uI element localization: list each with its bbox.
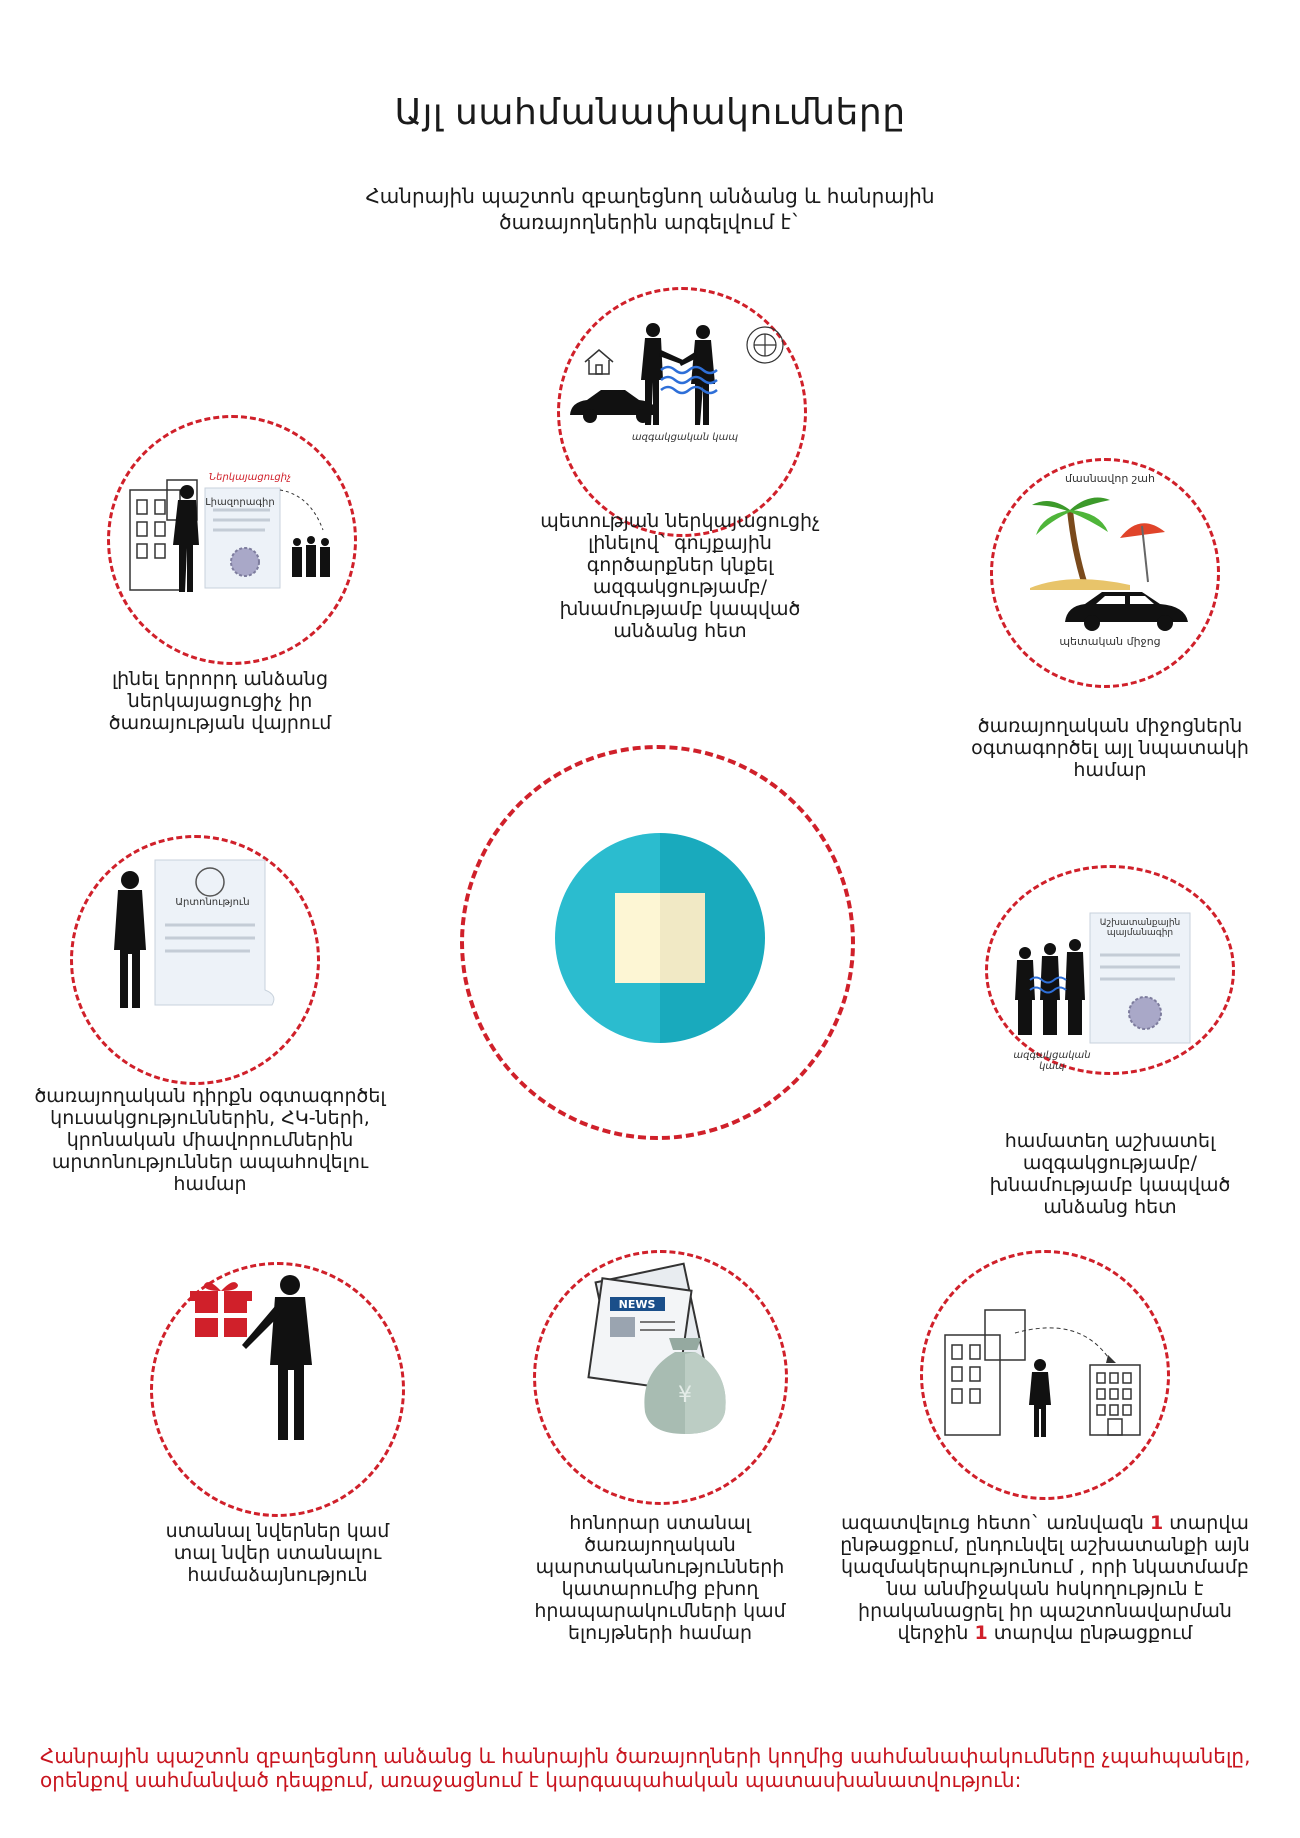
circle-work-with-relatives	[985, 865, 1235, 1075]
waves-icon	[660, 365, 718, 395]
document-icon	[204, 487, 281, 589]
footer-note: Հանրային պաշտոն զբաղեցնող անձանց և հանրա…	[40, 1744, 1251, 1792]
circle-official-resources	[990, 458, 1220, 688]
businessman-icon	[173, 485, 199, 592]
circle-gifts	[150, 1262, 405, 1517]
center-circle	[460, 745, 855, 1140]
contract-icon	[1089, 912, 1191, 1044]
illustration-work-with-relatives	[1005, 905, 1215, 1055]
page-title: Այլ սահմանափակումները	[394, 92, 906, 133]
businessman-icon	[114, 871, 146, 1008]
circle-party-privileges	[70, 835, 320, 1085]
label-representative: Ներկայացուցիչ	[208, 472, 292, 483]
highlight-one-year: 1	[1150, 1512, 1164, 1534]
people-group-icon	[292, 536, 330, 577]
dashed-arrow	[279, 489, 324, 531]
car-icon	[1065, 592, 1188, 631]
news-label: NEWS	[619, 1298, 656, 1311]
label-state-resource: պետական միջոց	[1059, 635, 1161, 648]
handshake-people-icon	[641, 323, 715, 425]
label-power-of-attorney: Լիազորագիր	[205, 497, 275, 508]
dashed-arrow	[1014, 1327, 1111, 1361]
certificate-icon	[154, 859, 275, 1006]
caption-third-party-rep: լինել երրորդ անձանց ներկայացուցիչ իր ծառ…	[108, 668, 332, 734]
label-kinship-1: ազգակցական կապ	[631, 432, 739, 443]
page-subtitle: Հանրային պաշտոն զբաղեցնող անձանց և հանրա…	[365, 184, 935, 234]
umbrella-icon	[1120, 523, 1165, 583]
illustration-party-privileges	[100, 850, 300, 1020]
highlight-one-year: 1	[974, 1622, 988, 1644]
people-group-icon	[1015, 939, 1085, 1035]
palm-tree-icon	[1032, 497, 1110, 586]
circle-property-deals	[557, 287, 807, 537]
circle-post-employment	[920, 1250, 1170, 1500]
businessman-icon	[242, 1275, 312, 1440]
label-employment-contract: Աշխատանքային պայմանագիր	[1099, 918, 1181, 938]
center-badge	[555, 833, 765, 1043]
sand-icon	[1030, 579, 1130, 590]
gift-box-icon	[190, 1282, 252, 1337]
label-kinship-2: ազգակցական կապ	[1013, 1050, 1091, 1072]
caption-party-privileges: ծառայողական դիրքն օգտագործել կուսակցությ…	[34, 1085, 386, 1195]
waves-icon	[1029, 976, 1067, 994]
illustration-honorarium: NEWS ¥	[585, 1262, 745, 1442]
caption-work-with-relatives: համատեղ աշխատել ազգակցությամբ/ խնամությա…	[989, 1130, 1231, 1218]
caption-post-employment: ազատվելուց հետո` առնվազն 1 տարվա ընթացքո…	[840, 1512, 1250, 1644]
office-building-icon	[944, 1309, 1026, 1436]
illustration-gifts	[190, 1275, 360, 1445]
caption-property-deals: պետության ներկայացուցիչ լինելով` գույքայ…	[540, 510, 820, 642]
businessman-icon	[1029, 1359, 1051, 1437]
caption-gifts: ստանալ նվերներ կամ տալ նվեր ստանալու համ…	[165, 1520, 390, 1586]
coat-of-arms-icon	[746, 326, 784, 364]
svg-text:¥: ¥	[678, 1383, 692, 1408]
illustration-post-employment	[940, 1305, 1150, 1440]
label-privilege: Արտոնություն	[175, 897, 250, 908]
illustration-official-resources	[1030, 490, 1200, 640]
house-icon	[584, 349, 614, 375]
circle-honorarium	[533, 1250, 788, 1505]
caption-official-resources: ծառայողական միջոցներն օգտագործել այլ նպա…	[971, 715, 1249, 781]
illustration-property-deals	[565, 320, 795, 440]
target-building-icon	[1089, 1364, 1141, 1436]
label-private-interest: մասնավոր շահ	[1065, 472, 1155, 485]
money-bag-icon: ¥	[644, 1338, 726, 1434]
illustration-third-party-rep	[125, 470, 345, 600]
caption-honorarium: հոնորար ստանալ ծառայողական պարտականությո…	[534, 1512, 786, 1644]
circle-third-party-rep	[107, 415, 357, 665]
